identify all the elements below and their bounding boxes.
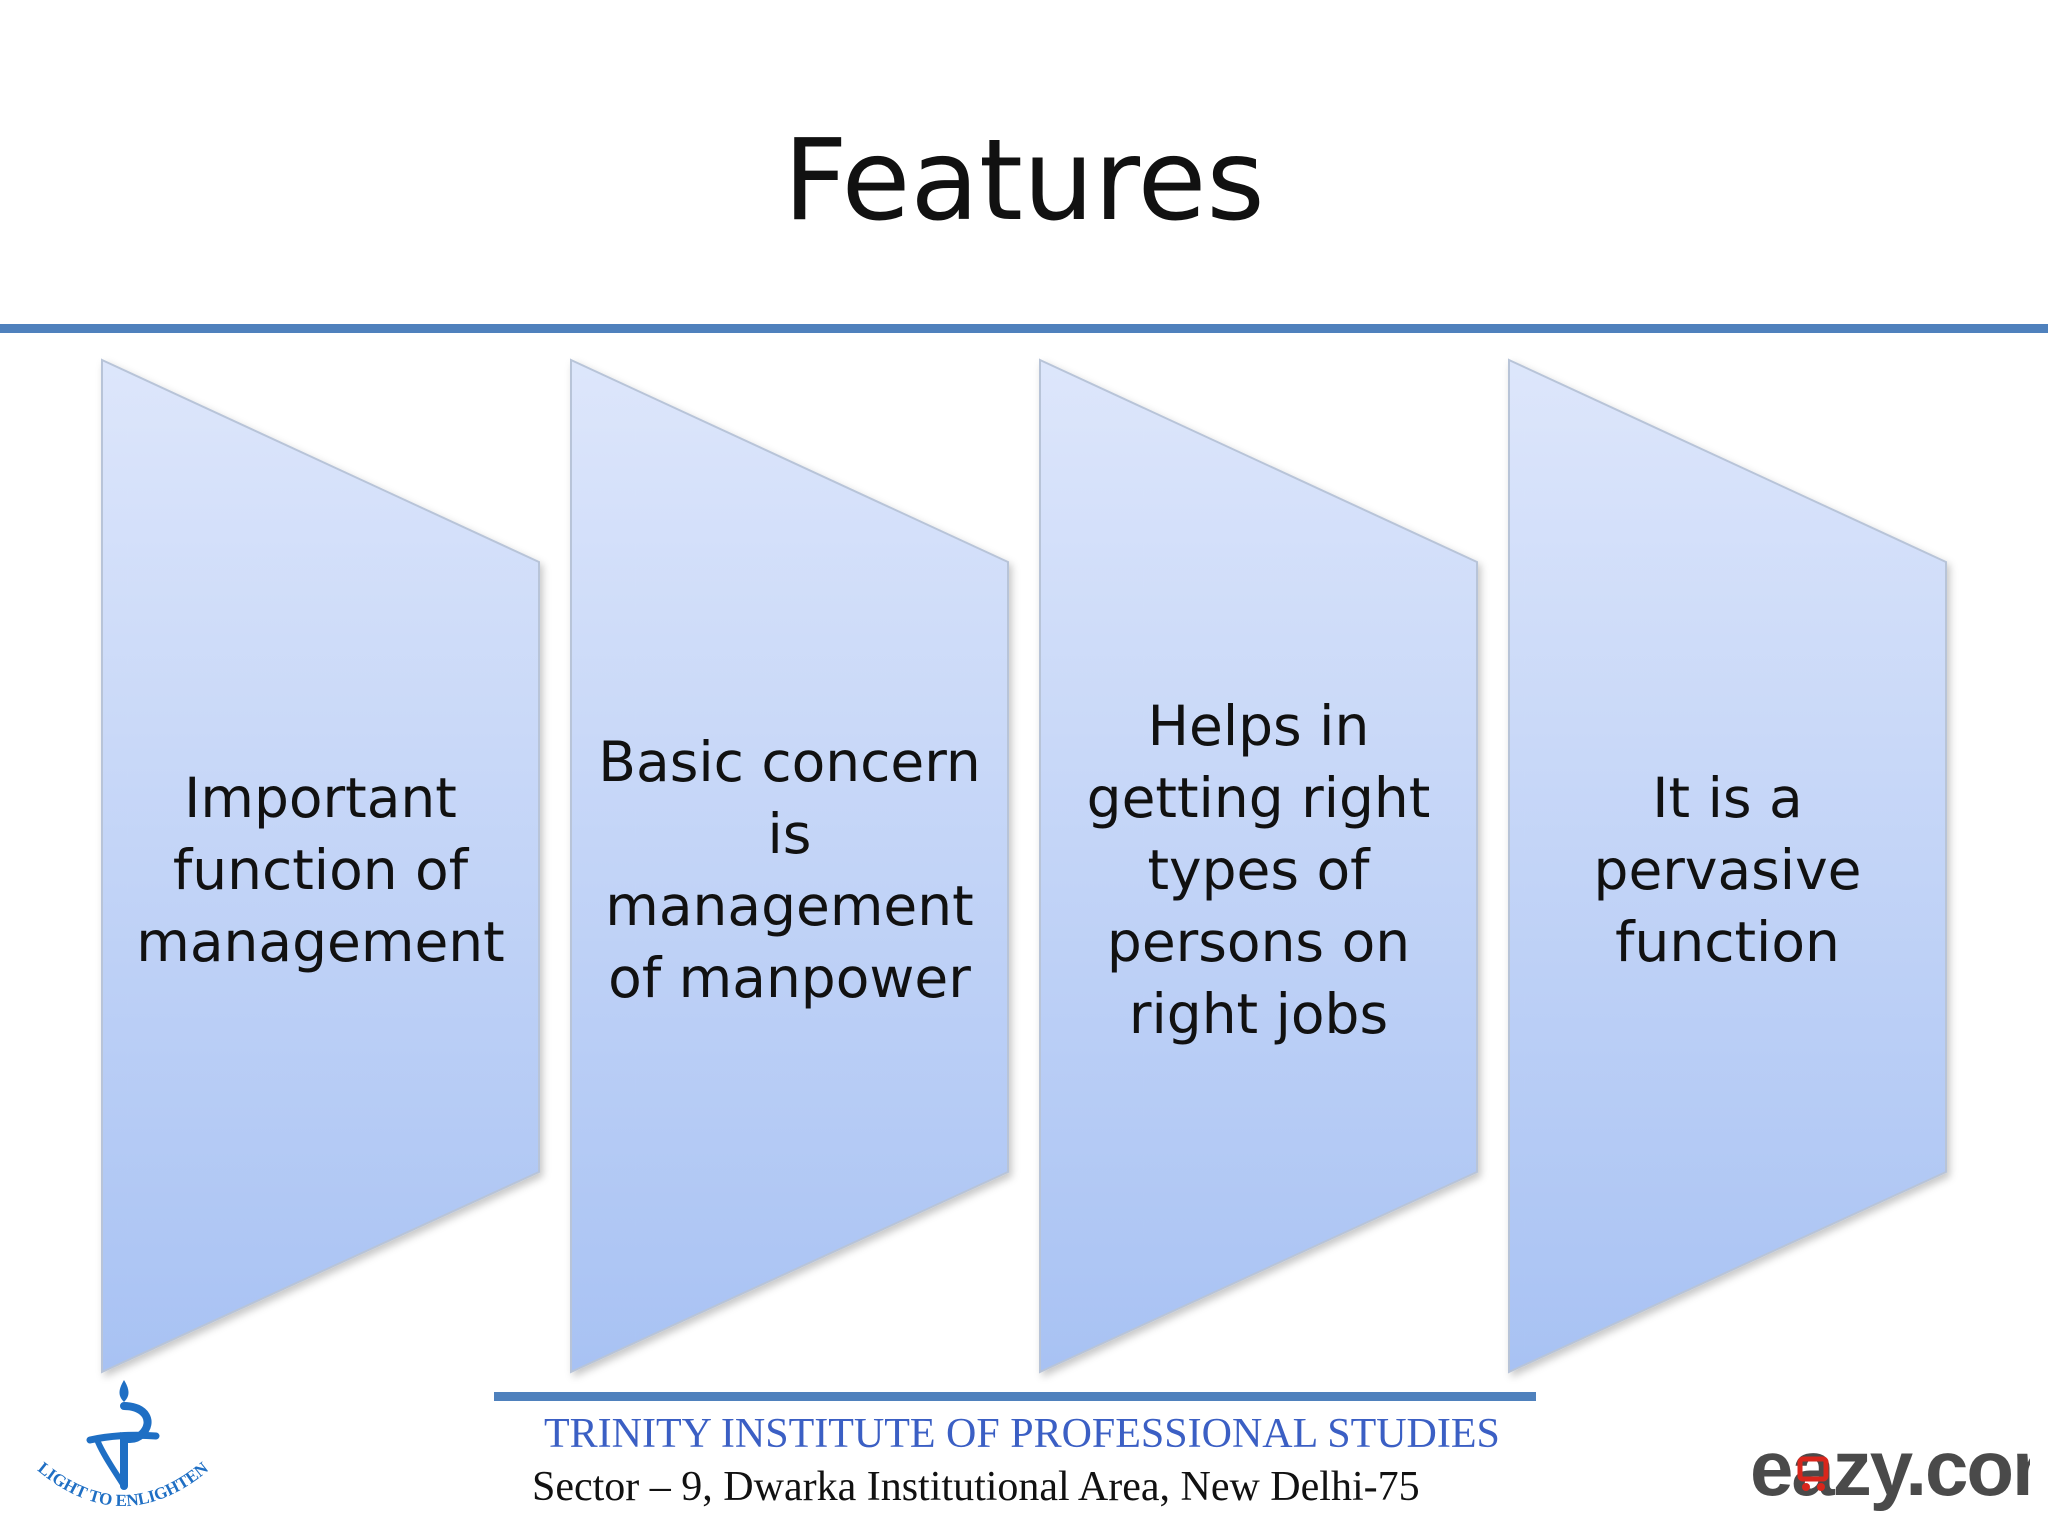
- torch-logo-icon: LIGHT TO ENLIGHTEN: [34, 1380, 212, 1510]
- eazy-logo-icon: eazy.com: [1750, 1425, 2030, 1512]
- feature-box-label-3: Helps in getting right types of persons …: [1086, 694, 1431, 1046]
- right-logo-text: eazy.com: [1750, 1425, 2030, 1512]
- title-divider: [0, 324, 2048, 333]
- footer-divider: [494, 1392, 1536, 1401]
- feature-box-label-2: Basic concern is management of manpower: [598, 730, 981, 1010]
- slide-title: Features: [783, 116, 1265, 246]
- institute-name: TRINITY INSTITUTE OF PROFESSIONAL STUDIE…: [544, 1411, 1500, 1457]
- institute-address: Sector – 9, Dwarka Institutional Area, N…: [532, 1464, 1420, 1510]
- feature-box-3: [1039, 358, 1478, 1374]
- feature-box-label-4: It is a pervasive function: [1593, 766, 1862, 974]
- feature-box-1: [101, 358, 540, 1374]
- feature-box-4: [1508, 358, 1947, 1374]
- feature-box-label-1: Important function of management: [136, 766, 505, 974]
- feature-box-2: [570, 358, 1009, 1374]
- chevron-diagram: [101, 358, 1947, 1374]
